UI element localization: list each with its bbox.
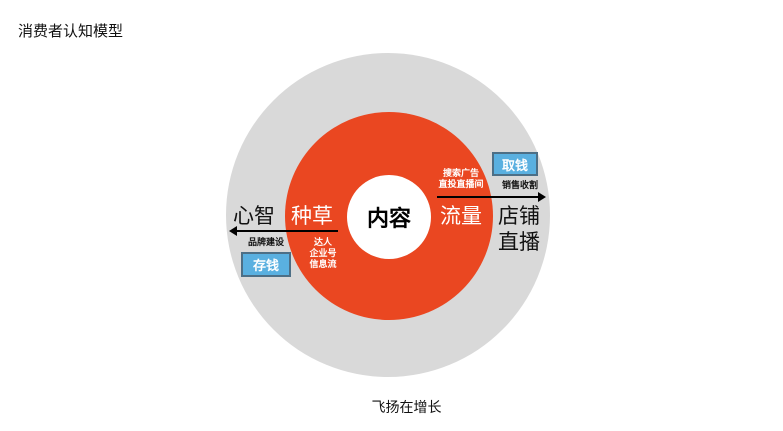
- page-title: 消费者认知模型: [18, 22, 124, 40]
- traffic-label: 流量: [440, 204, 482, 228]
- brand-building-caption: 品牌建设: [247, 238, 284, 248]
- mind-label: 心智: [233, 204, 275, 228]
- store-label: 店铺: [498, 204, 540, 228]
- caption: 飞扬在增长: [371, 400, 442, 416]
- seeding-label: 种草: [291, 204, 333, 228]
- arrow-right-head-icon: [538, 192, 546, 202]
- withdraw-button[interactable]: 取钱: [492, 152, 538, 176]
- sales-harvest-caption: 销售收割: [501, 181, 538, 191]
- core-label: 内容: [366, 207, 411, 232]
- arrow-right-line: [437, 196, 539, 198]
- arrow-left-head-icon: [229, 226, 237, 236]
- seeding-sources: 达人 企业号 信息流: [303, 238, 343, 271]
- arrow-left-line: [235, 230, 338, 232]
- core-circle: [347, 175, 431, 259]
- source-feed: 信息流: [309, 260, 337, 270]
- live-label: 直播: [498, 230, 540, 254]
- source-enterprise-account: 企业号: [309, 249, 337, 259]
- traffic-sources: 搜索广告 直投直播间: [430, 169, 492, 191]
- source-influencer: 达人: [313, 238, 332, 248]
- source-search-ads: 搜索广告: [442, 169, 479, 179]
- source-live-room-ads: 直投直播间: [438, 180, 484, 190]
- deposit-button[interactable]: 存钱: [241, 252, 291, 277]
